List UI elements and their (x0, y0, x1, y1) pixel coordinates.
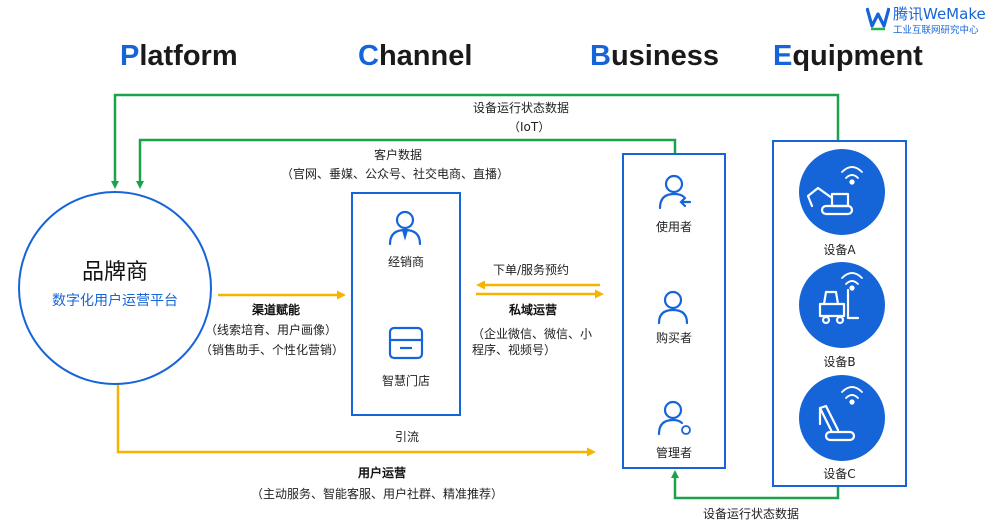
customer-data-title: 客户数据 (374, 148, 423, 162)
device-b-label: 设备B (823, 355, 856, 369)
iot-data-arrow (111, 93, 840, 189)
logo-title: 腾讯WeMake (893, 5, 986, 23)
bottom-status-title: 设备运行状态数据 (703, 507, 800, 521)
customer-data-arrow (136, 138, 677, 189)
crane-icon (818, 386, 863, 442)
device-a-circle (799, 149, 885, 235)
brand-title: 品牌商 (81, 260, 148, 285)
iot-subtitle: （IoT） (508, 120, 551, 134)
buyer-icon (657, 290, 689, 325)
private-ops-sub1: （企业微信、微信、小 (472, 327, 593, 341)
buyer-label: 购买者 (655, 331, 692, 345)
user-ops-arrow (116, 378, 596, 457)
channel-enable-sub1: （线索培育、用户画像） (205, 323, 338, 337)
logo-subtitle: 工业互联网研究中心 (893, 25, 979, 36)
user-label: 使用者 (655, 220, 692, 234)
device-c-label: 设备C (823, 467, 856, 481)
dealer-label: 经销商 (387, 255, 424, 269)
traffic-title: 引流 (395, 430, 420, 444)
header-platform: Platform (120, 40, 238, 72)
channel-enable-sub2: （销售助手、个性化营销） (200, 343, 345, 357)
manager-label: 管理者 (655, 446, 692, 460)
excavator-icon (806, 166, 863, 216)
manager-icon (657, 400, 691, 436)
private-ops-sub2: 程序、视频号） (472, 343, 557, 357)
brand-subtitle: 数字化用户运营平台 (52, 293, 178, 309)
header-channel: Channel (358, 40, 473, 72)
user-ops-title: 用户运营 (358, 466, 407, 480)
device-a-label: 设备A (823, 243, 856, 257)
business-box (622, 153, 726, 469)
dealer-icon (388, 210, 422, 246)
bottom-status-arrow (671, 470, 840, 500)
order-title: 下单/服务预约 (493, 263, 570, 277)
device-c-circle (799, 375, 885, 461)
user-icon (658, 174, 692, 210)
smart-store-label: 智慧门店 (381, 374, 430, 388)
brand-circle (18, 191, 212, 385)
channel-enable-title: 渠道赋能 (252, 303, 301, 317)
wemake-logo-icon (866, 7, 890, 31)
user-ops-subtitle: （主动服务、智能客服、用户社群、精准推荐） (251, 487, 504, 501)
iot-title: 设备运行状态数据 (473, 101, 570, 115)
header-business: Business (590, 40, 719, 72)
private-ops-title: 私域运营 (509, 303, 558, 317)
forklift-icon (818, 272, 863, 325)
header-equipment: Equipment (773, 40, 923, 72)
smart-store-icon (388, 326, 424, 360)
customer-data-subtitle: （官网、垂媒、公众号、社交电商、直播） (281, 167, 510, 181)
